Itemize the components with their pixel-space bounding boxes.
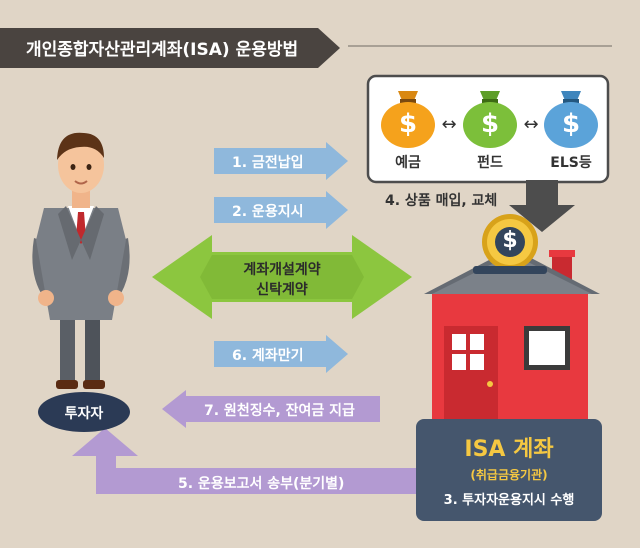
investor-label: 투자자 <box>64 406 104 422</box>
swap-arrow-icon: ↔ <box>523 114 539 135</box>
investor-figure <box>32 132 130 432</box>
dollar-sign-fund: $ <box>480 109 500 139</box>
product-els-label: ELS등 <box>550 155 592 171</box>
isa-subtitle: (취급금융기관) <box>470 468 548 482</box>
step5-label: 5. 운용보고서 송부(분기별) <box>178 476 345 492</box>
step6-label: 6. 계좌만기 <box>232 348 304 364</box>
contract-label-1: 계좌개설계약 <box>243 262 321 278</box>
money-bag-fund-icon <box>463 91 517 148</box>
header-banner <box>0 28 340 68</box>
contract-inner-band <box>200 255 364 299</box>
step2-arrow <box>214 191 348 229</box>
step5-return-arrow <box>72 428 418 494</box>
contract-label-2: 신탁계약 <box>256 282 308 298</box>
dollar-sign-coin: $ <box>502 228 518 253</box>
swap-arrow-icon: ↔ <box>441 114 457 135</box>
step1-label: 1. 금전납입 <box>232 155 304 171</box>
coin-slot <box>473 266 547 274</box>
product-deposit-label: 예금 <box>395 155 421 171</box>
isa-box <box>416 419 602 521</box>
step1-arrow <box>214 142 348 180</box>
dollar-sign-deposit: $ <box>398 109 418 139</box>
product-fund-label: 펀드 <box>477 155 503 171</box>
purchase-down-arrow <box>509 180 575 232</box>
dollar-sign-els: $ <box>561 109 581 139</box>
step4-label: 4. 상품 매입, 교체 <box>385 193 498 209</box>
page-title: 개인종합자산관리계좌(ISA) 운용방법 <box>26 40 299 60</box>
step3-label: 3. 투자자운용지시 수행 <box>443 493 575 508</box>
contract-double-arrow <box>152 235 412 319</box>
money-bag-els-icon <box>544 91 598 148</box>
coin-icon <box>482 214 538 270</box>
money-bag-deposit-icon <box>381 91 435 148</box>
isa-title: ISA 계좌 <box>464 437 554 462</box>
step6-arrow <box>214 335 348 373</box>
step2-label: 2. 운용지시 <box>232 204 304 220</box>
step7-label: 7. 원천징수, 잔여금 지급 <box>204 403 355 419</box>
step7-arrow <box>162 390 380 428</box>
isa-house <box>424 248 600 429</box>
